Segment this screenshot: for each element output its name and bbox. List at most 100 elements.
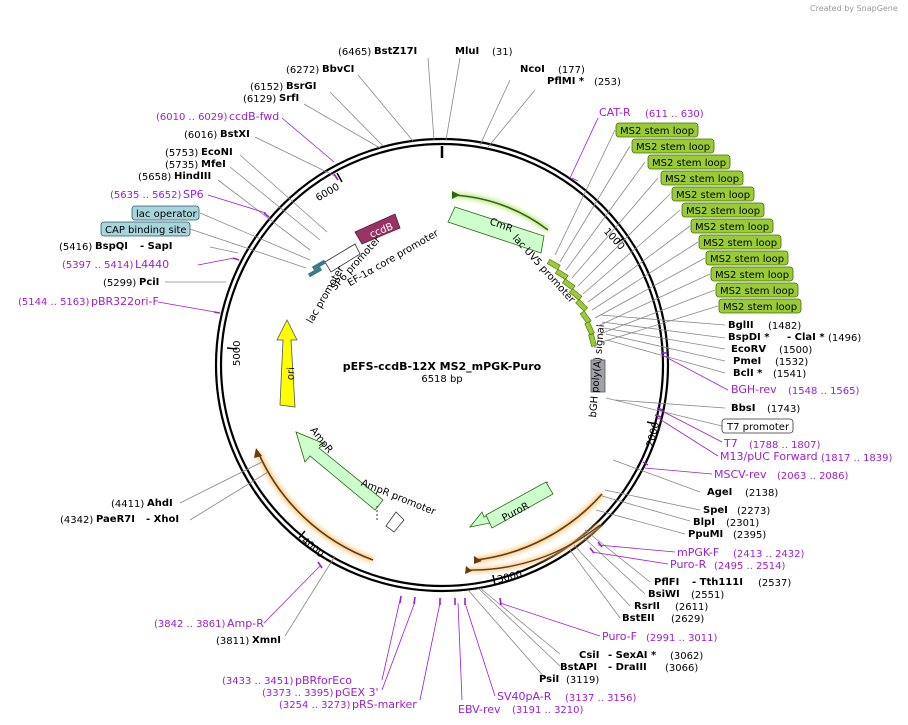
enzyme-extra: - SapI xyxy=(140,241,172,252)
primer-name: M13/pUC Forward xyxy=(720,450,818,463)
puro-arc xyxy=(475,493,603,561)
primer-name: Puro-F xyxy=(602,630,637,643)
ms2-label: MS2 stem loop xyxy=(710,254,784,265)
ms2-box[interactable] xyxy=(647,154,731,170)
leader-line xyxy=(427,57,435,141)
enzyme-extra: - Tth111I xyxy=(692,577,743,588)
puro-arc-2 xyxy=(467,524,601,571)
enzyme-name: AgeI xyxy=(707,487,732,498)
leader-line xyxy=(587,225,691,303)
ccdb-feature[interactable] xyxy=(354,213,401,245)
enzyme-name: RsrII xyxy=(634,601,660,612)
cmr-arc-head xyxy=(452,191,460,199)
enzyme-name: CsiI xyxy=(579,650,599,661)
primer-mark xyxy=(499,597,502,606)
enzyme-name: BglII xyxy=(728,320,754,331)
primer-mark xyxy=(589,547,595,554)
tick-2000: 2000 xyxy=(645,421,662,448)
enzyme-name: BsiWI xyxy=(648,589,680,600)
enzyme-pos: (2629) xyxy=(671,614,704,625)
leader-line xyxy=(559,145,631,263)
ms2-box[interactable] xyxy=(705,250,789,266)
ampr-feature[interactable] xyxy=(295,431,384,511)
cap-site-box[interactable] xyxy=(100,221,191,237)
enzyme-pos: (2273) xyxy=(737,506,770,517)
primer-mark xyxy=(263,212,270,218)
enzyme-pos: (6152) xyxy=(250,82,283,93)
ms2-box[interactable] xyxy=(631,138,715,154)
enzyme-pos: (2537) xyxy=(758,578,791,589)
leader-line xyxy=(601,495,691,522)
leader-line xyxy=(445,57,461,141)
primer-name: L4440 xyxy=(135,258,169,271)
backbone-outer xyxy=(214,137,670,593)
ms2-box[interactable] xyxy=(615,122,699,138)
enzyme-pos: (1541) xyxy=(773,369,806,380)
leader-line xyxy=(581,535,646,595)
enzyme-name: EcoNI xyxy=(201,147,233,158)
ms2-box[interactable] xyxy=(710,266,794,282)
leader-line xyxy=(419,602,441,701)
ms2-box[interactable] xyxy=(698,234,782,250)
cmr-arc xyxy=(451,194,549,231)
leader-line xyxy=(487,89,536,148)
primer-pos: (3254 .. 3273) xyxy=(279,700,351,711)
primer-name: T7 xyxy=(723,437,738,450)
enzyme-pos: (3811) xyxy=(216,636,249,647)
leader-line xyxy=(554,129,616,256)
cmr-feature[interactable] xyxy=(447,206,545,254)
primer-name: pBRforEco xyxy=(295,674,352,687)
leader-line xyxy=(573,544,631,607)
leader-line xyxy=(499,602,601,637)
primer-pos: (3842 .. 3861) xyxy=(154,619,226,630)
primer-pos: (5635 .. 5652) xyxy=(110,190,182,201)
enzyme-name: BlpI xyxy=(693,517,715,528)
ms2-box[interactable] xyxy=(660,170,744,186)
plasmid-name: pEFS-ccdB-12X MS2_mPGK-Puro xyxy=(343,360,542,373)
primer-mark xyxy=(333,173,339,181)
enzyme-labels: (6465) BstZ17I MluI (31) NcoI (177) PflM… xyxy=(59,46,861,686)
tick-3000: 3000 xyxy=(496,569,523,586)
leader-line xyxy=(199,212,311,261)
puro-arc-2-head xyxy=(465,566,472,574)
primer-name: pGEX 3' xyxy=(335,686,379,699)
ms2-box[interactable] xyxy=(671,186,755,202)
enzyme-extra: - XhoI xyxy=(146,514,179,525)
enzyme-name: EcoRV xyxy=(731,344,766,355)
enzyme-pos: (177) xyxy=(558,65,585,76)
primer-mark xyxy=(213,311,221,314)
enzyme-pos: (3062) xyxy=(670,651,703,662)
leader-line xyxy=(569,117,599,179)
primer-name: SV40pA-R xyxy=(497,690,552,703)
primer-mark xyxy=(571,177,579,182)
enzyme-name: PciI xyxy=(139,277,159,288)
lac-operator-box[interactable] xyxy=(131,205,200,221)
enzyme-pos: (253) xyxy=(594,77,621,88)
bgh-feature[interactable] xyxy=(590,359,606,393)
ampr-promoter-arrow xyxy=(385,511,405,533)
leader-line xyxy=(329,91,384,147)
primer-pos: (3137 .. 3156) xyxy=(565,693,637,704)
ms2-label: MS2 stem loop xyxy=(636,142,710,153)
ms2-label-boxes: MS2 stem loop MS2 stem loop MS2 stem loo… xyxy=(615,122,802,314)
leader-line xyxy=(381,599,401,681)
leader-line xyxy=(189,228,307,269)
enzyme-leaders xyxy=(165,57,726,679)
plasmid-size: 6518 bp xyxy=(421,374,462,385)
tick-mark xyxy=(298,530,306,539)
enzyme-pos: (3066) xyxy=(665,663,698,674)
leader-line xyxy=(597,544,676,553)
ms2-box[interactable] xyxy=(681,202,765,218)
ori-feature[interactable] xyxy=(276,319,298,408)
lac-operator-label: lac operator xyxy=(136,209,197,220)
ms2-marker xyxy=(546,258,561,271)
ms2-box[interactable] xyxy=(718,298,802,314)
ms2-label: MS2 stem loop xyxy=(720,286,794,297)
leader-line xyxy=(571,177,659,279)
t7-promoter-box[interactable] xyxy=(721,418,794,434)
ms2-box[interactable] xyxy=(715,282,799,298)
enzyme-pos: (4411) xyxy=(111,499,144,510)
ms2-box[interactable] xyxy=(690,218,774,234)
tick-mark xyxy=(646,421,657,425)
primer-name: BGH-rev xyxy=(731,383,777,396)
